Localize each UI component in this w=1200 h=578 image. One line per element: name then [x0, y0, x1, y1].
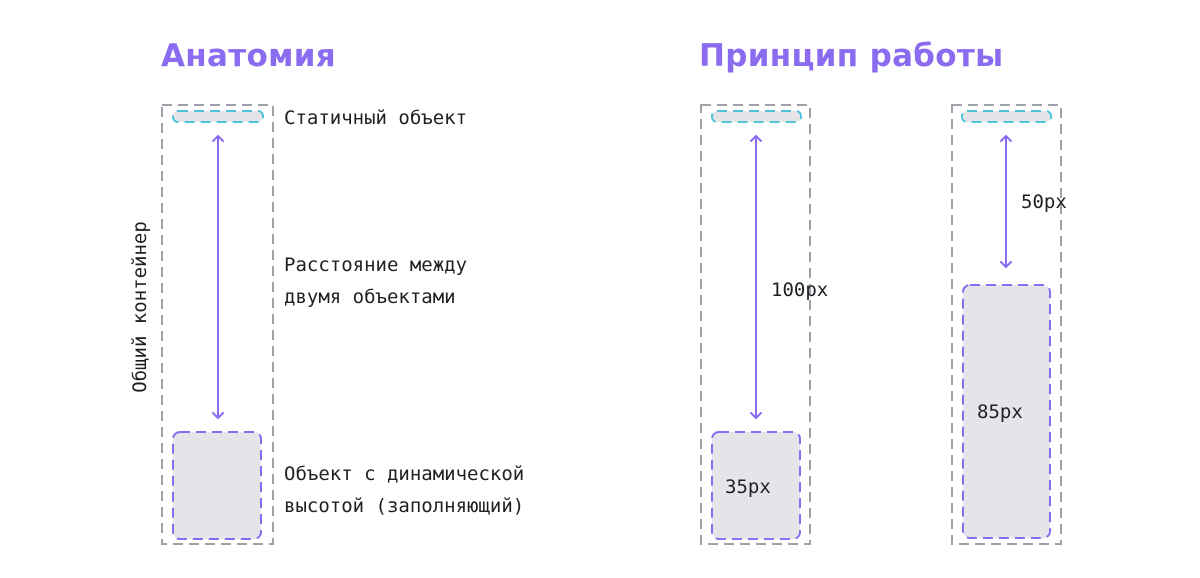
- static-object-label: Статичный объект: [284, 102, 467, 134]
- principle-heading: Принцип работы: [699, 38, 1004, 74]
- example-a-container: [700, 104, 811, 545]
- distance-label: Расстояние между двумя объектами: [284, 249, 467, 313]
- anatomy-common-container: [161, 104, 274, 545]
- example-b-dynamic-object: [962, 284, 1051, 539]
- example-a-dynamic-height-value: 35px: [725, 476, 771, 498]
- anatomy-static-object: [172, 110, 264, 123]
- dynamic-object-label: Объект с динамической высотой (заполняющ…: [284, 458, 524, 522]
- dynamic-object-label-line2: высотой (заполняющий): [284, 495, 525, 517]
- example-b-dynamic-height-value: 85px: [977, 401, 1023, 423]
- static-object-label-text: Статичный объект: [284, 107, 468, 129]
- anatomy-heading: Анатомия: [161, 38, 336, 74]
- common-container-label: Общий контейнер: [129, 221, 151, 393]
- example-b-distance-value: 50px: [1021, 191, 1067, 213]
- example-b-static-object: [961, 110, 1052, 123]
- dynamic-object-label-line1: Объект с динамической: [284, 463, 525, 485]
- example-a-dynamic-object: [711, 431, 801, 540]
- example-b-container: [951, 104, 1062, 545]
- example-a-distance-value: 100px: [771, 279, 829, 301]
- principle-example-a: [700, 104, 811, 545]
- anatomy-dynamic-object: [172, 431, 262, 540]
- anatomy-diagram: [161, 104, 274, 545]
- principle-example-b: [951, 104, 1062, 545]
- distance-label-line1: Расстояние между: [284, 254, 468, 276]
- example-a-static-object: [711, 110, 802, 123]
- distance-label-line2: двумя объектами: [284, 286, 456, 308]
